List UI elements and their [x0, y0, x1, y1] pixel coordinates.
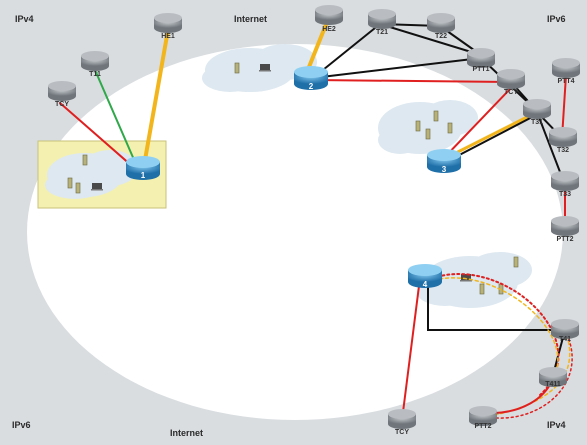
hub-router-1[interactable]: 1 — [126, 156, 160, 180]
region-label-internet-top: Internet — [234, 14, 267, 24]
router-label-t32: T32 — [557, 147, 569, 154]
hub-label-1: 1 — [141, 171, 146, 180]
hub-router-4[interactable]: 4 — [408, 264, 442, 289]
hub-label-2: 2 — [309, 82, 314, 91]
router-ptt2b[interactable]: PTT2 — [469, 406, 497, 430]
router-he1[interactable]: HE1 — [154, 13, 182, 40]
router-label-t33: T33 — [559, 191, 571, 198]
router-label-t21: T21 — [376, 29, 388, 36]
hub-label-3: 3 — [442, 165, 447, 174]
router-label-t11: T11 — [89, 71, 101, 78]
region-label-internet-bottom: Internet — [170, 428, 203, 438]
router-label-t41: T41 — [559, 336, 571, 343]
router-tcy2[interactable]: TCY — [497, 69, 525, 96]
router-t22[interactable]: T22 — [427, 13, 455, 40]
router-label-t22: T22 — [435, 33, 447, 40]
router-he2[interactable]: HE2 — [315, 5, 343, 33]
router-label-he2: HE2 — [322, 26, 336, 33]
router-label-ptt2a: PTT2 — [556, 236, 573, 243]
hub-label-4: 4 — [423, 280, 428, 289]
router-label-ptt1: PTT1 — [472, 66, 489, 73]
router-t31[interactable]: T31 — [523, 99, 551, 126]
router-t11[interactable]: T11 — [81, 51, 109, 78]
router-t41[interactable]: T41 — [551, 319, 579, 343]
router-label-he1: HE1 — [161, 33, 175, 40]
router-tcy1[interactable]: TCY — [48, 81, 76, 108]
hub-router-3[interactable]: 3 — [427, 149, 461, 174]
region-label-ipv6-top: IPv6 — [547, 14, 566, 24]
router-tcy3[interactable]: TCY — [388, 409, 416, 436]
router-label-ptt4: PTT4 — [557, 78, 574, 85]
router-label-ptt2b: PTT2 — [474, 423, 491, 430]
router-t32[interactable]: T32 — [549, 127, 577, 154]
router-t33[interactable]: T33 — [551, 171, 579, 198]
router-ptt4[interactable]: PTT4 — [552, 58, 580, 85]
router-ptt1[interactable]: PTT1 — [467, 48, 495, 73]
router-label-t31: T31 — [531, 119, 543, 126]
router-label-t411: T411 — [545, 381, 561, 388]
router-t21[interactable]: T21 — [368, 9, 396, 36]
region-label-ipv6-bottom: IPv6 — [12, 420, 31, 430]
region-label-ipv4-top: IPv4 — [15, 14, 34, 24]
router-label-tcy1: TCY — [55, 101, 69, 108]
hub-router-2[interactable]: 2 — [294, 66, 328, 91]
router-label-tcy3: TCY — [395, 429, 409, 436]
router-t411[interactable]: T411 — [539, 367, 567, 388]
router-label-tcy2: TCY — [504, 89, 518, 96]
router-ptt2a[interactable]: PTT2 — [551, 216, 579, 243]
region-label-ipv4-bottom: IPv4 — [547, 420, 566, 430]
